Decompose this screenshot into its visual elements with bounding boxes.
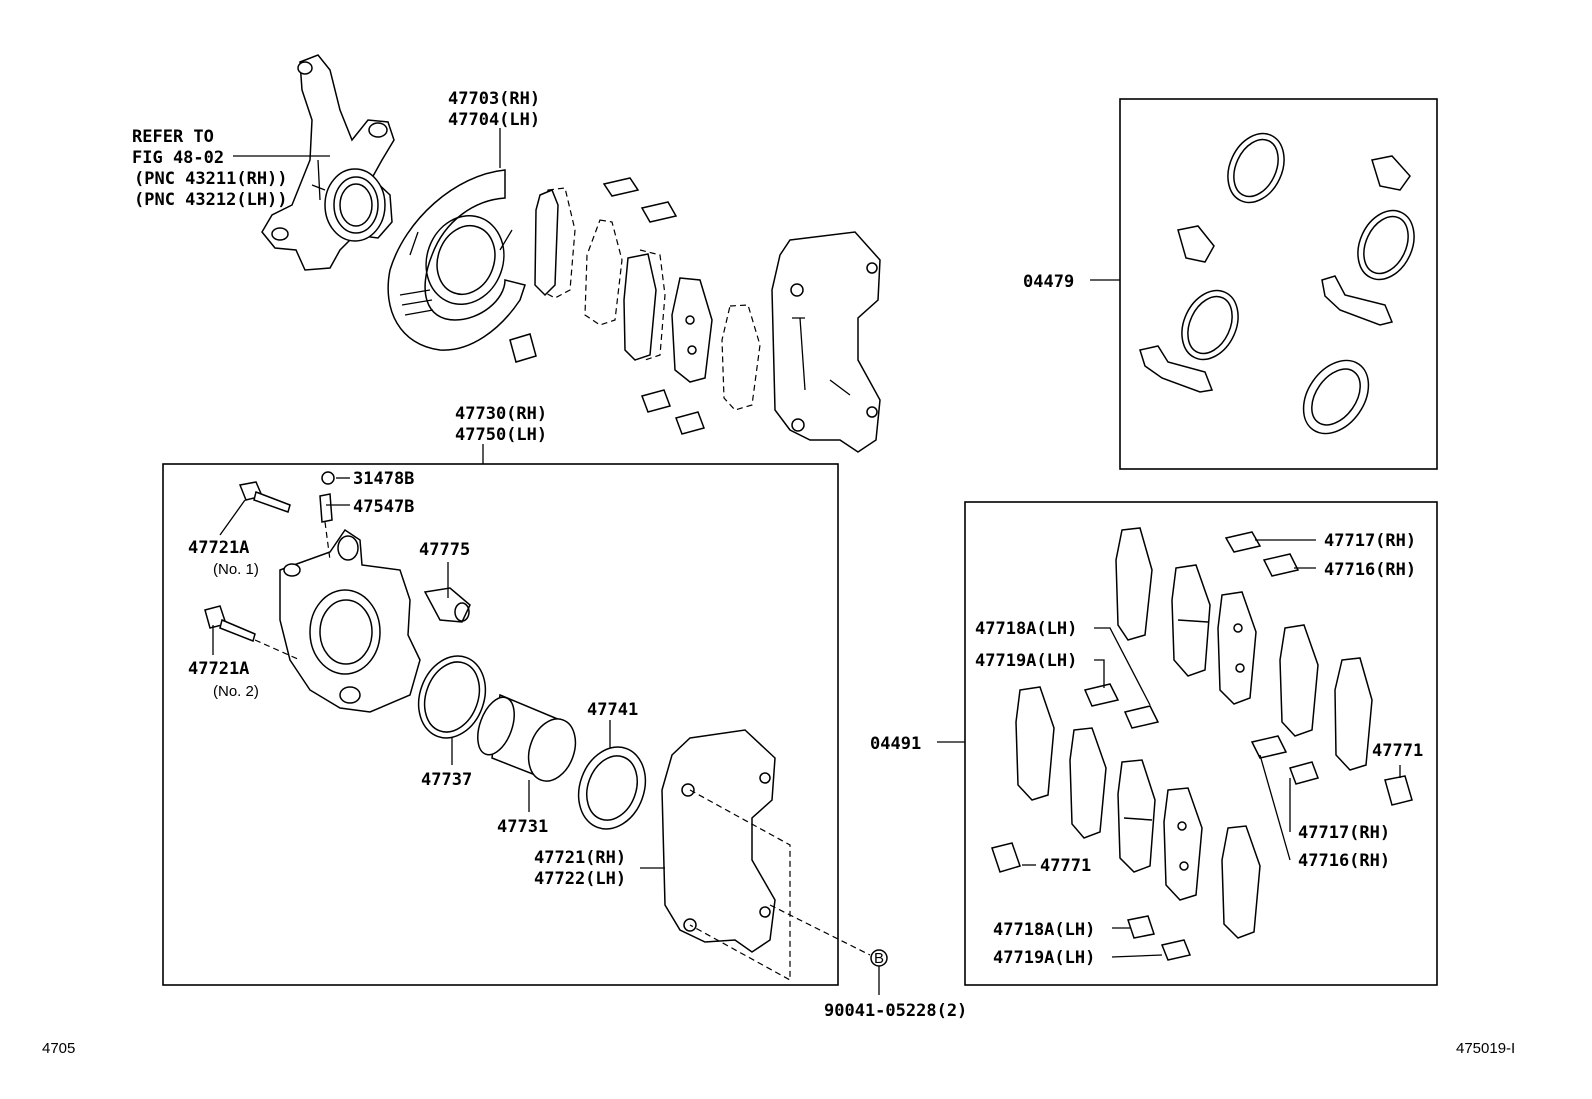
- refer-line-1: REFER TO: [132, 127, 214, 147]
- label-47771-right: 47771: [1372, 741, 1423, 761]
- caliper-assembly-box: [162, 463, 839, 986]
- label-04479: 04479: [1023, 272, 1074, 292]
- caliper-body-drawing: [279, 528, 421, 713]
- mounting-bracket-top-drawing: [771, 231, 881, 453]
- cylinder-boot-47775-drawing: [423, 587, 471, 623]
- label-47718a-bot: 47718A(LH): [993, 920, 1095, 940]
- guide-pin-no1-drawing: [238, 481, 291, 513]
- label-90041: 90041-05228(2): [824, 1001, 967, 1021]
- guide-pin-no2-drawing: [204, 605, 256, 643]
- label-47750: 47750(LH): [455, 425, 547, 445]
- label-47730: 47730(RH): [455, 404, 547, 424]
- label-47771-left: 47771: [1040, 856, 1091, 876]
- seal-kit-box: [1119, 98, 1438, 470]
- label-47721a-no2: 47721A: [188, 659, 249, 679]
- label-47717-top: 47717(RH): [1324, 531, 1416, 551]
- mark-b: B: [874, 950, 884, 967]
- label-47547b: 47547B: [353, 497, 414, 517]
- label-47719a-bot: 47719A(LH): [993, 948, 1095, 968]
- pad-set-exploded-drawing: [509, 177, 761, 435]
- mounting-bracket-bottom-drawing: [661, 729, 791, 982]
- cylinder-boot-47741-drawing: [577, 746, 647, 830]
- bleeder-plug-drawing: [319, 471, 335, 523]
- leader-lines: [212, 128, 1401, 995]
- footer-right: 475019-I: [1456, 1040, 1515, 1057]
- label-47741: 47741: [587, 700, 638, 720]
- label-47703: 47703(RH): [448, 89, 540, 109]
- label-47721a-no1: 47721A: [188, 538, 249, 558]
- refer-line-4: (PNC 43212(LH)): [134, 190, 288, 210]
- refer-line-3: (PNC 43211(RH)): [134, 169, 288, 189]
- label-47718a-top: 47718A(LH): [975, 619, 1077, 639]
- label-47716-top: 47716(RH): [1324, 560, 1416, 580]
- label-47704: 47704(LH): [448, 110, 540, 130]
- label-47722: 47722(LH): [534, 869, 626, 889]
- refer-note: REFER TO FIG 48-02 (PNC 43211(RH)) (PNC …: [132, 127, 288, 210]
- label-47717-bot: 47717(RH): [1298, 823, 1390, 843]
- disc-brake-dust-cover-drawing: [387, 169, 526, 351]
- label-no1: (No. 1): [213, 561, 259, 578]
- piston-seal-drawing: [417, 655, 487, 739]
- pad-kit-box: [964, 501, 1438, 986]
- refer-line-2: FIG 48-02: [132, 148, 224, 168]
- label-47716-bot: 47716(RH): [1298, 851, 1390, 871]
- label-31478b: 31478B: [353, 469, 414, 489]
- label-04491: 04491: [870, 734, 921, 754]
- label-47719a-top: 47719A(LH): [975, 651, 1077, 671]
- label-47775: 47775: [419, 540, 470, 560]
- seal-kit-parts-drawing: [1139, 132, 1415, 435]
- piston-drawing: [477, 693, 577, 782]
- label-47731: 47731: [497, 817, 548, 837]
- label-no2: (No. 2): [213, 683, 259, 700]
- label-47721: 47721(RH): [534, 848, 626, 868]
- label-47737: 47737: [421, 770, 472, 790]
- footer-left: 4705: [42, 1040, 75, 1057]
- steering-knuckle-drawing: [261, 54, 395, 271]
- pad-kit-parts-drawing: [991, 527, 1413, 961]
